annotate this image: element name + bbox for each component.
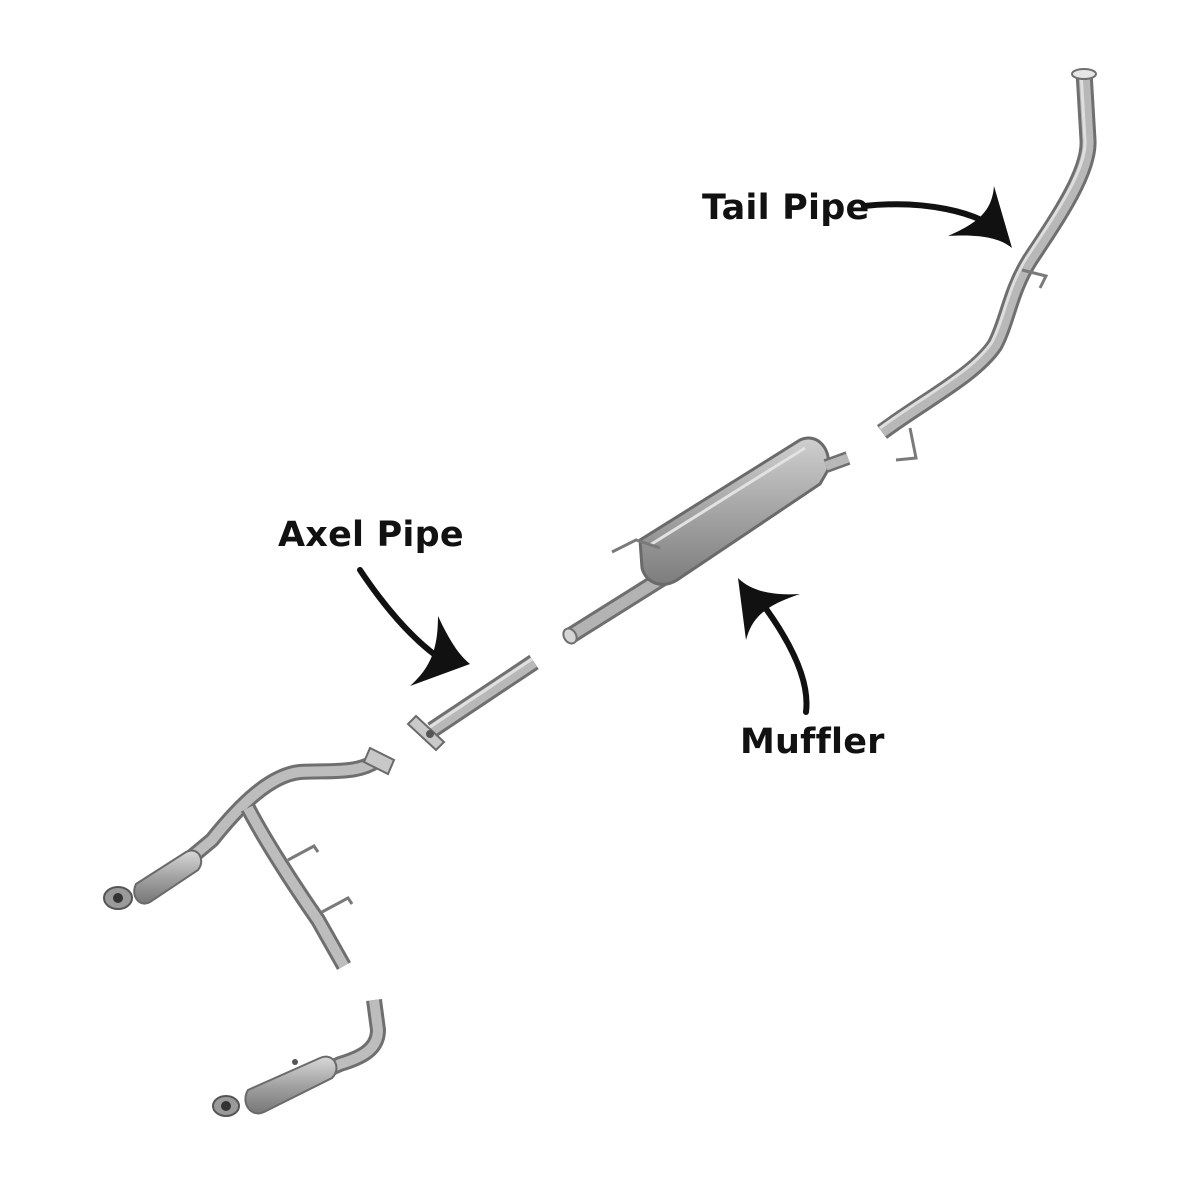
- muffler-part: [562, 436, 851, 645]
- muffler-label: Muffler: [740, 722, 885, 762]
- axel-pipe-arrow: [357, 567, 470, 686]
- axel-pipe-label: Axel Pipe: [278, 515, 464, 555]
- tail-pipe-label: Tail Pipe: [702, 188, 870, 228]
- y-pipe-part: [103, 746, 396, 970]
- tail-pipe-part: [876, 68, 1097, 462]
- axel-pipe-part: [406, 654, 539, 752]
- front-pipe-part: [212, 998, 386, 1117]
- muffler-arrow: [738, 578, 810, 715]
- tail-pipe-arrow: [861, 186, 1012, 248]
